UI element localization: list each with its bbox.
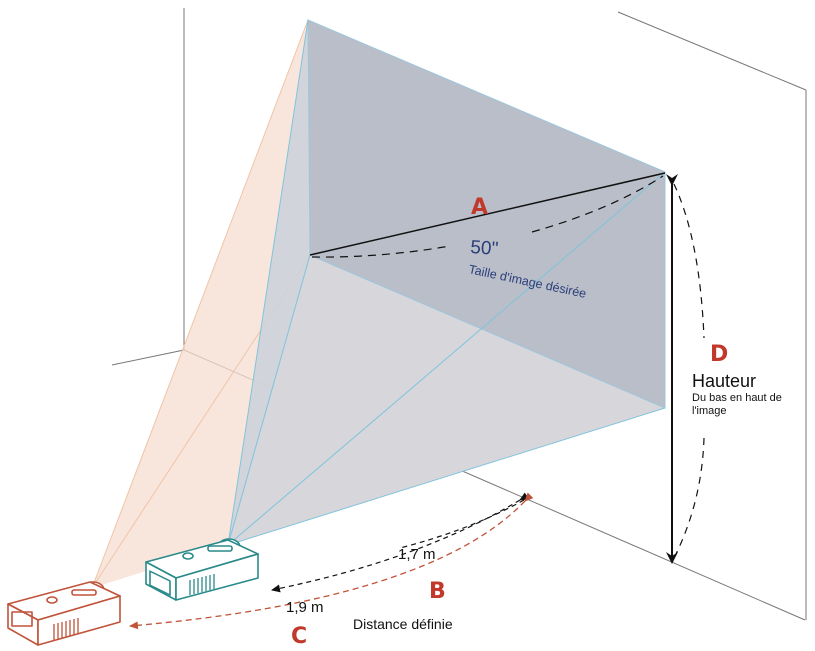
diagonal-dash-right	[531, 175, 664, 233]
diagonal-dash-left	[311, 245, 451, 258]
distance-caption: Distance définie	[353, 616, 453, 632]
projector-icon	[7, 581, 121, 646]
height-desc-line1: Du bas en haut de	[692, 392, 782, 404]
distance-far-label: 1,9 m	[286, 599, 324, 616]
right-wall-top	[617, 11, 807, 91]
size-value: 50"	[470, 237, 499, 260]
projector-icon	[145, 538, 259, 601]
height-dash-upper	[673, 183, 705, 339]
label-a: A	[471, 195, 488, 220]
height-desc-line2: l'image	[692, 405, 727, 417]
label-d: D	[710, 342, 728, 367]
distance-near-label: 1,7 m	[398, 546, 436, 563]
diagonal-line	[309, 172, 666, 256]
distance-arrow-far	[129, 492, 534, 630]
near-beam-bottom	[228, 255, 665, 545]
distance-arrow-near-upper	[399, 499, 525, 549]
label-c: C	[291, 624, 307, 649]
label-b: B	[429, 579, 446, 604]
floor-edge-left	[111, 349, 185, 366]
height-title: Hauteur	[692, 371, 756, 391]
height-dash-lower	[675, 437, 705, 555]
